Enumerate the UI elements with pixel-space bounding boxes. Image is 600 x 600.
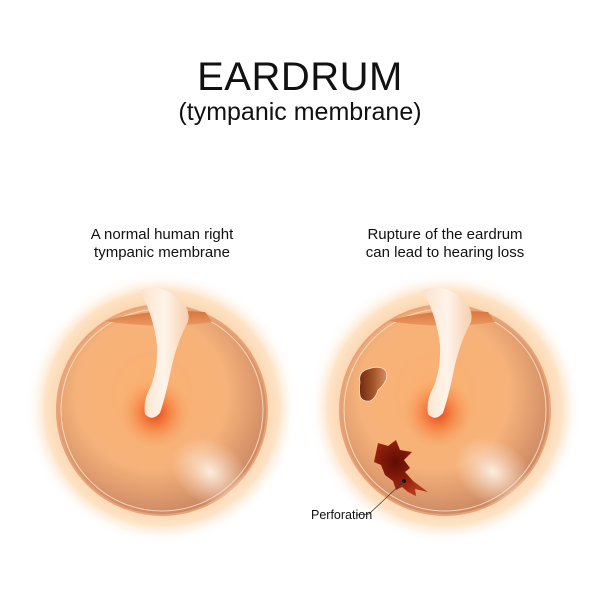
ruptured-eardrum: [309, 272, 581, 544]
old-perforation-scar: [359, 366, 388, 402]
caption-ruptured-line1: Rupture of the eardrum: [367, 226, 523, 243]
caption-normal-line1: A normal human right: [90, 226, 234, 243]
cone-of-light: [454, 436, 532, 508]
caption-normal-line2: tympanic membrane: [94, 244, 230, 261]
normal-eardrum: [26, 272, 298, 544]
malleus-handle: [140, 287, 189, 418]
diagram-title: EARDRUM: [197, 55, 403, 99]
diagram-subtitle: (tympanic membrane): [178, 98, 422, 126]
cone-of-light: [171, 436, 249, 508]
caption-ruptured-line2: can lead to hearing loss: [365, 244, 525, 261]
perforation-leader-line: [355, 480, 405, 516]
malleus-handle: [423, 287, 472, 418]
caption-normal-eardrum: A normal human right tympanic membrane: [62, 226, 262, 262]
perforation: [374, 440, 428, 496]
caption-ruptured-eardrum: Rupture of the eardrum can lead to heari…: [345, 226, 545, 262]
perforation-label: Perforation: [311, 508, 373, 522]
